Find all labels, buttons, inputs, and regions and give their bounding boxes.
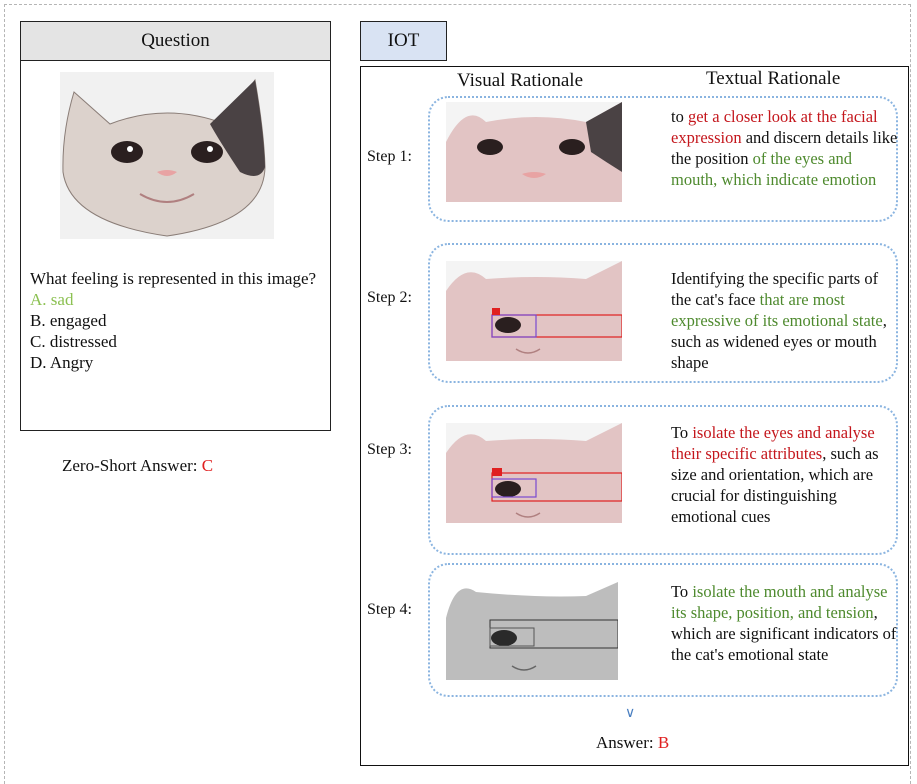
answer-value: B (658, 733, 669, 752)
option-d: D. Angry (30, 352, 320, 373)
step4-seg-1: isolate the mouth and analyse its shape,… (671, 582, 888, 622)
step-image-4 (446, 578, 618, 680)
step-text-3: To isolate the eyes and analyse their sp… (671, 422, 901, 527)
question-header: Question (20, 21, 331, 61)
step-image-3 (446, 423, 622, 523)
option-b: B. engaged (30, 310, 320, 331)
textual-rationale-heading: Textual Rationale (706, 68, 840, 90)
option-c: C. distressed (30, 331, 320, 352)
step-text-1: to get a closer look at the facial expre… (671, 106, 901, 190)
step-label-2: Step 2: (367, 289, 412, 307)
zero-shot-value: C (202, 456, 213, 475)
visual-rationale-heading: Visual Rationale (457, 70, 583, 92)
step-image-2 (446, 261, 622, 361)
question-text: What feeling is represented in this imag… (30, 268, 320, 289)
iot-tab: IOT (360, 21, 447, 61)
step-label-3: Step 3: (367, 441, 412, 459)
down-arrow-icon: ∨ (625, 705, 635, 722)
step-image-1 (446, 102, 622, 202)
zero-shot-answer: Zero-Short Answer: C (62, 456, 213, 476)
step-label-1: Step 1: (367, 148, 412, 166)
step4-seg-0: To (671, 582, 692, 601)
answer-label: Answer: (596, 733, 654, 752)
step-label-4: Step 4: (367, 601, 412, 619)
step-text-2: Identifying the specific parts of the ca… (671, 268, 901, 373)
final-answer: Answer: B (596, 733, 669, 753)
step-text-4: To isolate the mouth and analyse its sha… (671, 581, 901, 665)
cat-image (60, 72, 274, 239)
option-a: A. sad (30, 289, 320, 310)
zero-shot-label: Zero-Short Answer: (62, 456, 198, 475)
step3-seg-0: To (671, 423, 692, 442)
question-text-block: What feeling is represented in this imag… (30, 268, 320, 373)
step1-seg-0: to (671, 107, 688, 126)
